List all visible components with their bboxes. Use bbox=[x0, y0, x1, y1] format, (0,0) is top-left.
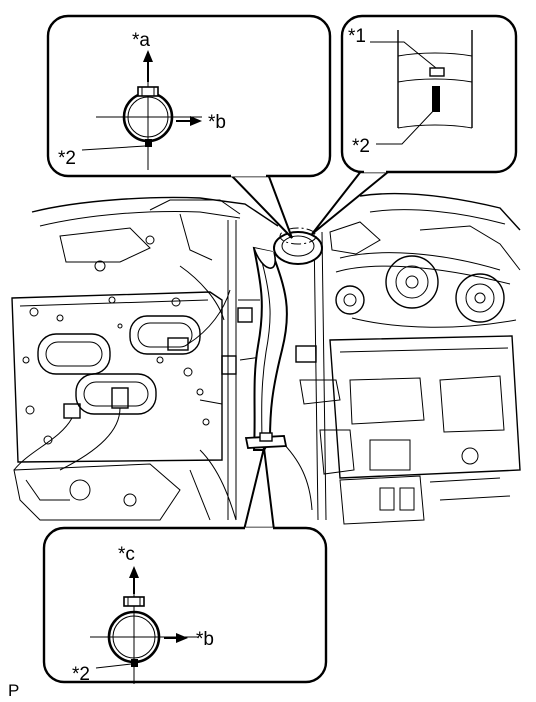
label-1: *1 bbox=[348, 26, 366, 47]
label-a: *a bbox=[132, 30, 150, 51]
callout-top-right: *1 *2 bbox=[311, 14, 518, 235]
air-hose bbox=[244, 227, 323, 451]
arrow-right-icon bbox=[190, 116, 202, 126]
label-mark-2: *2 bbox=[352, 136, 370, 157]
callout-bottom: *c *b *2 bbox=[42, 447, 328, 685]
label-mark-2: *2 bbox=[58, 148, 76, 169]
arrow-up-icon bbox=[129, 566, 139, 578]
figure-code: P bbox=[8, 681, 19, 700]
label-c: *c bbox=[118, 544, 135, 565]
label-b: *b bbox=[208, 112, 226, 133]
callout-top-left: *a *b *2 bbox=[46, 14, 332, 239]
arrow-right-icon bbox=[176, 633, 188, 643]
paint-mark bbox=[131, 659, 138, 667]
paint-mark bbox=[432, 86, 440, 112]
engine-compartment-drawing bbox=[11, 192, 521, 525]
label-b: *b bbox=[196, 629, 214, 650]
arrow-up-icon bbox=[143, 50, 153, 62]
paint-mark bbox=[145, 139, 152, 147]
label-mark-2: *2 bbox=[72, 664, 90, 685]
